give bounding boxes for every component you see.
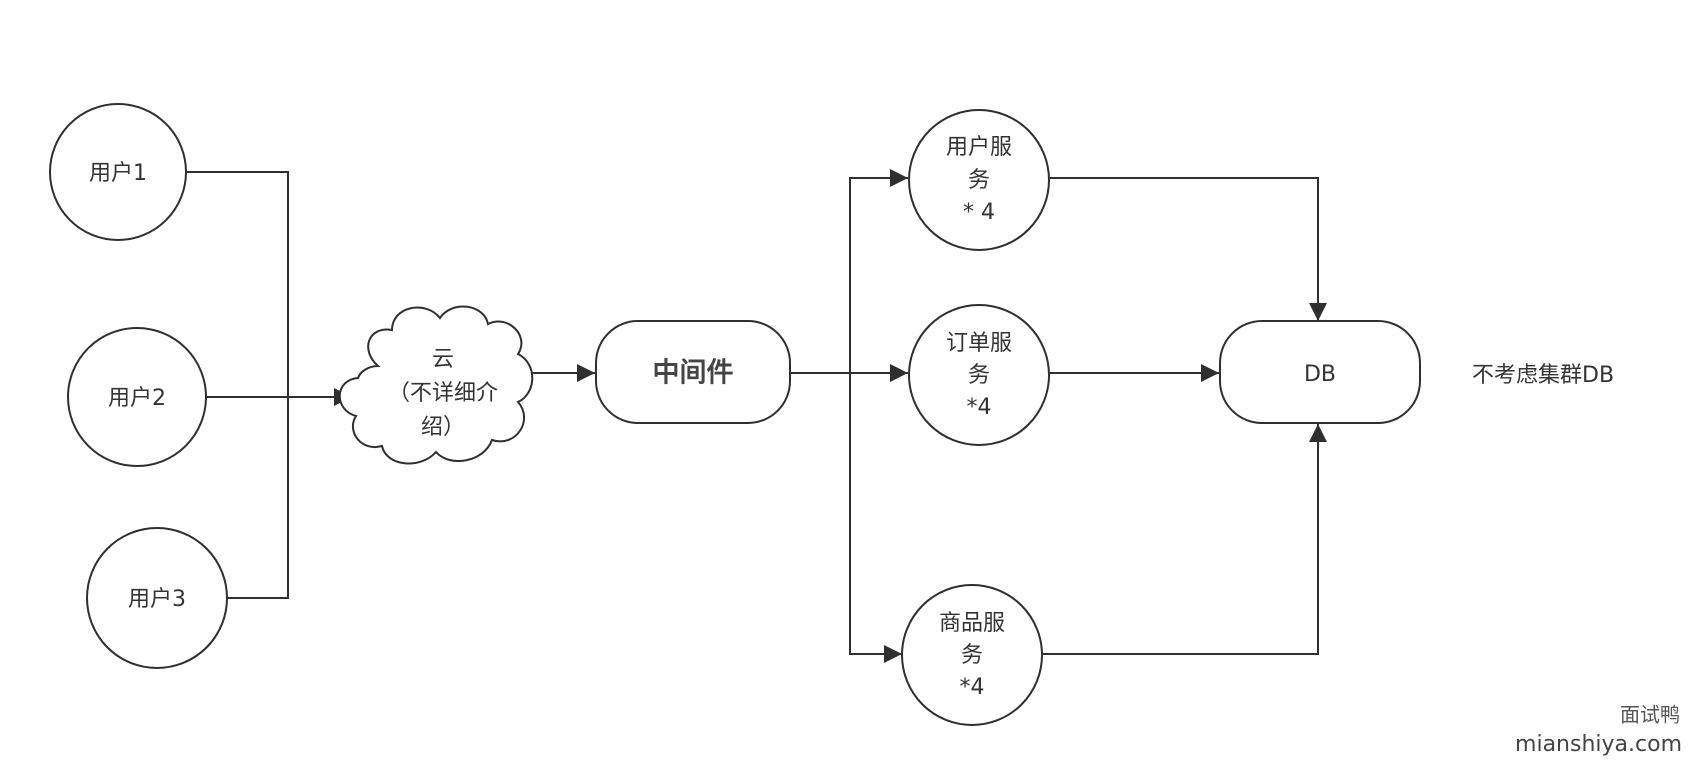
user-node-3: 用户3 xyxy=(86,527,228,669)
edge-middleware-to-user-service xyxy=(849,169,908,373)
edge-product-service-to-db xyxy=(1042,424,1327,655)
db-label: DB xyxy=(1304,362,1336,387)
user-service-node: 用户服 务 * 4 xyxy=(908,109,1050,251)
cloud-node: 云 （不详细介 绍） xyxy=(338,305,534,465)
middleware-label: 中间件 xyxy=(653,358,734,389)
edge-middleware-to-product-service xyxy=(849,373,902,663)
edge-user-service-to-db xyxy=(1048,177,1327,321)
db-node: DB xyxy=(1219,320,1421,424)
product-service-node: 商品服 务 *4 xyxy=(901,584,1043,726)
product-service-label-line-3: *4 xyxy=(960,675,985,700)
watermark-site: mianshiya.com xyxy=(1515,732,1682,757)
order-service-label-line-3: *4 xyxy=(967,395,992,420)
user-node-3-label: 用户3 xyxy=(128,587,186,612)
product-service-label-line-2: 务 xyxy=(961,643,983,668)
order-service-label-line-2: 务 xyxy=(968,363,990,388)
edges xyxy=(187,169,1327,663)
user-service-label-line-2: 务 xyxy=(968,168,990,193)
user-node-1-label: 用户1 xyxy=(89,161,147,186)
user-service-label-line-3: * 4 xyxy=(963,200,995,225)
edge-user1-to-bus xyxy=(187,171,289,397)
cloud-label-line-3: 绍） xyxy=(421,415,465,440)
user-service-label-line-1: 用户服 xyxy=(946,135,1012,160)
user-node-1: 用户1 xyxy=(49,103,187,241)
order-service-node: 订单服 务 *4 xyxy=(908,304,1050,446)
cloud-shape xyxy=(338,305,534,465)
watermark-name: 面试鸭 xyxy=(1620,703,1680,727)
middleware-node: 中间件 xyxy=(595,320,791,424)
user-node-2: 用户2 xyxy=(67,327,207,467)
product-service-label-line-1: 商品服 xyxy=(939,611,1005,636)
edge-user3-to-bus xyxy=(227,397,289,599)
order-service-label-line-1: 订单服 xyxy=(946,331,1012,356)
cloud-label-line-2: （不详细介 xyxy=(388,381,498,406)
cloud-label-line-1: 云 xyxy=(432,347,454,372)
db-note: 不考虑集群DB xyxy=(1472,363,1614,388)
user-node-2-label: 用户2 xyxy=(108,386,166,411)
